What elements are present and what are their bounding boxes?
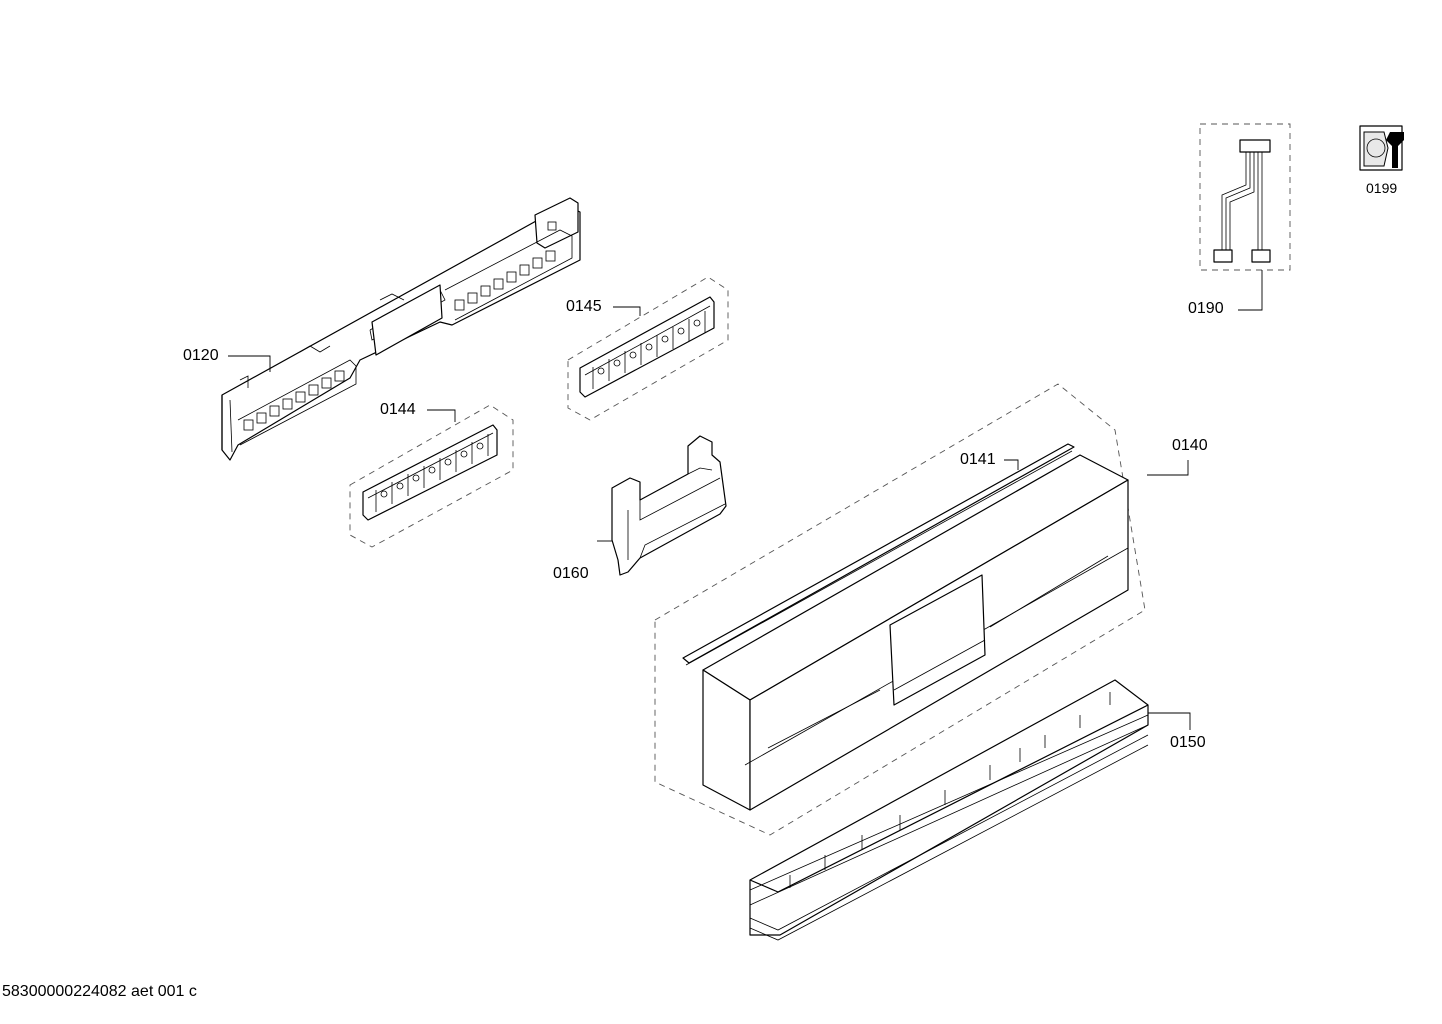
rail-cells-right [454,250,556,311]
label-0140: 0140 [1172,437,1208,454]
document-code: 58300000224082 aet 001 c [2,983,197,1000]
label-0160: 0160 [553,565,589,582]
label-0144: 0144 [380,401,416,418]
part-0144-connector-strip [349,404,514,548]
part-0150-trim-bar [749,679,1149,941]
label-0190: 0190 [1188,300,1224,317]
part-0190-wiring-harness [1199,123,1291,271]
label-0145: 0145 [566,298,602,315]
wrench-shape [1386,132,1404,168]
label-0199: 0199 [1366,180,1398,196]
label-0120: 0120 [183,347,219,364]
label-0150: 0150 [1170,734,1206,751]
part-0140-fascia [654,383,1146,836]
part-0160-bracket [611,435,727,576]
rail-cells-left [243,370,345,431]
label-0141: 0141 [960,451,996,468]
part-0199-wrench-icon [1359,125,1404,171]
part-0141-strip [682,443,1075,666]
part-0145-connector-strip [567,276,729,421]
part-0120-control-rail [221,197,581,461]
leader-lines [228,270,1263,730]
